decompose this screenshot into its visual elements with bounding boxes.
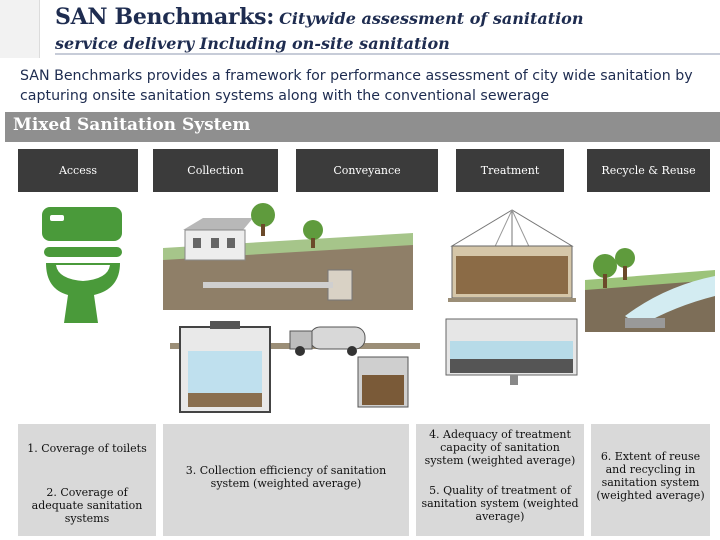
title-divider [55, 53, 720, 55]
title-main: SAN Benchmarks: [55, 4, 275, 30]
indicator-treatment-panel: 4. Adequacy of treatment capacity of san… [416, 424, 584, 536]
indicator-2-line-2: adequate sanitation [31, 499, 143, 512]
treatment-tank-illustration [444, 315, 579, 390]
chain-recycle-reuse-label: Recycle & Reuse [601, 164, 696, 177]
indicator-4: 4. Adequacy of treatment capacity of san… [416, 428, 584, 467]
chain-recycle-reuse: Recycle & Reuse [587, 149, 710, 192]
septic-truck-illustration [170, 315, 420, 415]
indicator-2-line-1: 2. Coverage of [46, 486, 128, 499]
chain-conveyance: Conveyance [296, 149, 438, 192]
chain-access: Access [18, 149, 138, 192]
indicator-4-line-1: 4. Adequacy of treatment [429, 428, 571, 441]
indicator-5-line-3: average) [475, 510, 525, 523]
chain-treatment-label: Treatment [480, 164, 540, 177]
treatment-plant-illustration [448, 206, 576, 302]
indicator-3: 3. Collection efficiency of sanitation s… [163, 464, 409, 490]
indicator-4-line-3: system (weighted average) [424, 454, 576, 467]
indicator-access-panel: 1. Coverage of toilets 2. Coverage of ad… [18, 424, 156, 536]
chain-treatment: Treatment [456, 149, 564, 192]
indicator-6-line-2: and recycling in [605, 463, 696, 476]
indicator-6-line-1: 6. Extent of reuse [600, 450, 701, 463]
page-title: SAN Benchmarks: Citywide assessment of s… [55, 4, 715, 53]
section-banner: Mixed Sanitation System [5, 112, 720, 142]
toilet-icon [42, 207, 122, 323]
indicator-5-line-1: 5. Quality of treatment of [429, 484, 571, 497]
indicator-6-line-4: (weighted average) [596, 489, 705, 502]
title-italic-2: service delivery Including on-site sanit… [55, 34, 450, 53]
indicator-2: 2. Coverage of adequate sanitation syste… [18, 486, 156, 525]
indicator-1: 1. Coverage of toilets [27, 442, 147, 455]
reuse-landscape-illustration [585, 236, 715, 332]
chain-conveyance-label: Conveyance [333, 164, 401, 177]
banner-label: Mixed Sanitation System [13, 115, 251, 135]
indicator-5: 5. Quality of treatment of sanitation sy… [416, 484, 584, 523]
indicator-3-line-1: 3. Collection efficiency of sanitation [185, 464, 387, 477]
sewer-network-illustration [163, 200, 413, 310]
indicator-reuse-panel: 6. Extent of reuse and recycling in sani… [591, 424, 710, 536]
indicator-5-line-2: sanitation system (weighted [421, 497, 579, 510]
title-italic-1: Citywide assessment of sanitation [279, 9, 584, 28]
intro-paragraph: SAN Benchmarks provides a framework for … [20, 68, 693, 104]
chain-collection-label: Collection [187, 164, 244, 177]
chain-access-label: Access [58, 164, 98, 177]
indicator-collection-panel: 3. Collection efficiency of sanitation s… [163, 424, 409, 536]
indicator-2-line-3: systems [64, 512, 110, 525]
indicator-3-line-2: system (weighted average) [210, 477, 362, 490]
indicator-6-line-3: sanitation system [601, 476, 700, 489]
indicator-4-line-2: capacity of sanitation [440, 441, 560, 454]
indicator-6: 6. Extent of reuse and recycling in sani… [591, 450, 710, 502]
chain-collection: Collection [153, 149, 278, 192]
corner-decoration [0, 0, 40, 58]
